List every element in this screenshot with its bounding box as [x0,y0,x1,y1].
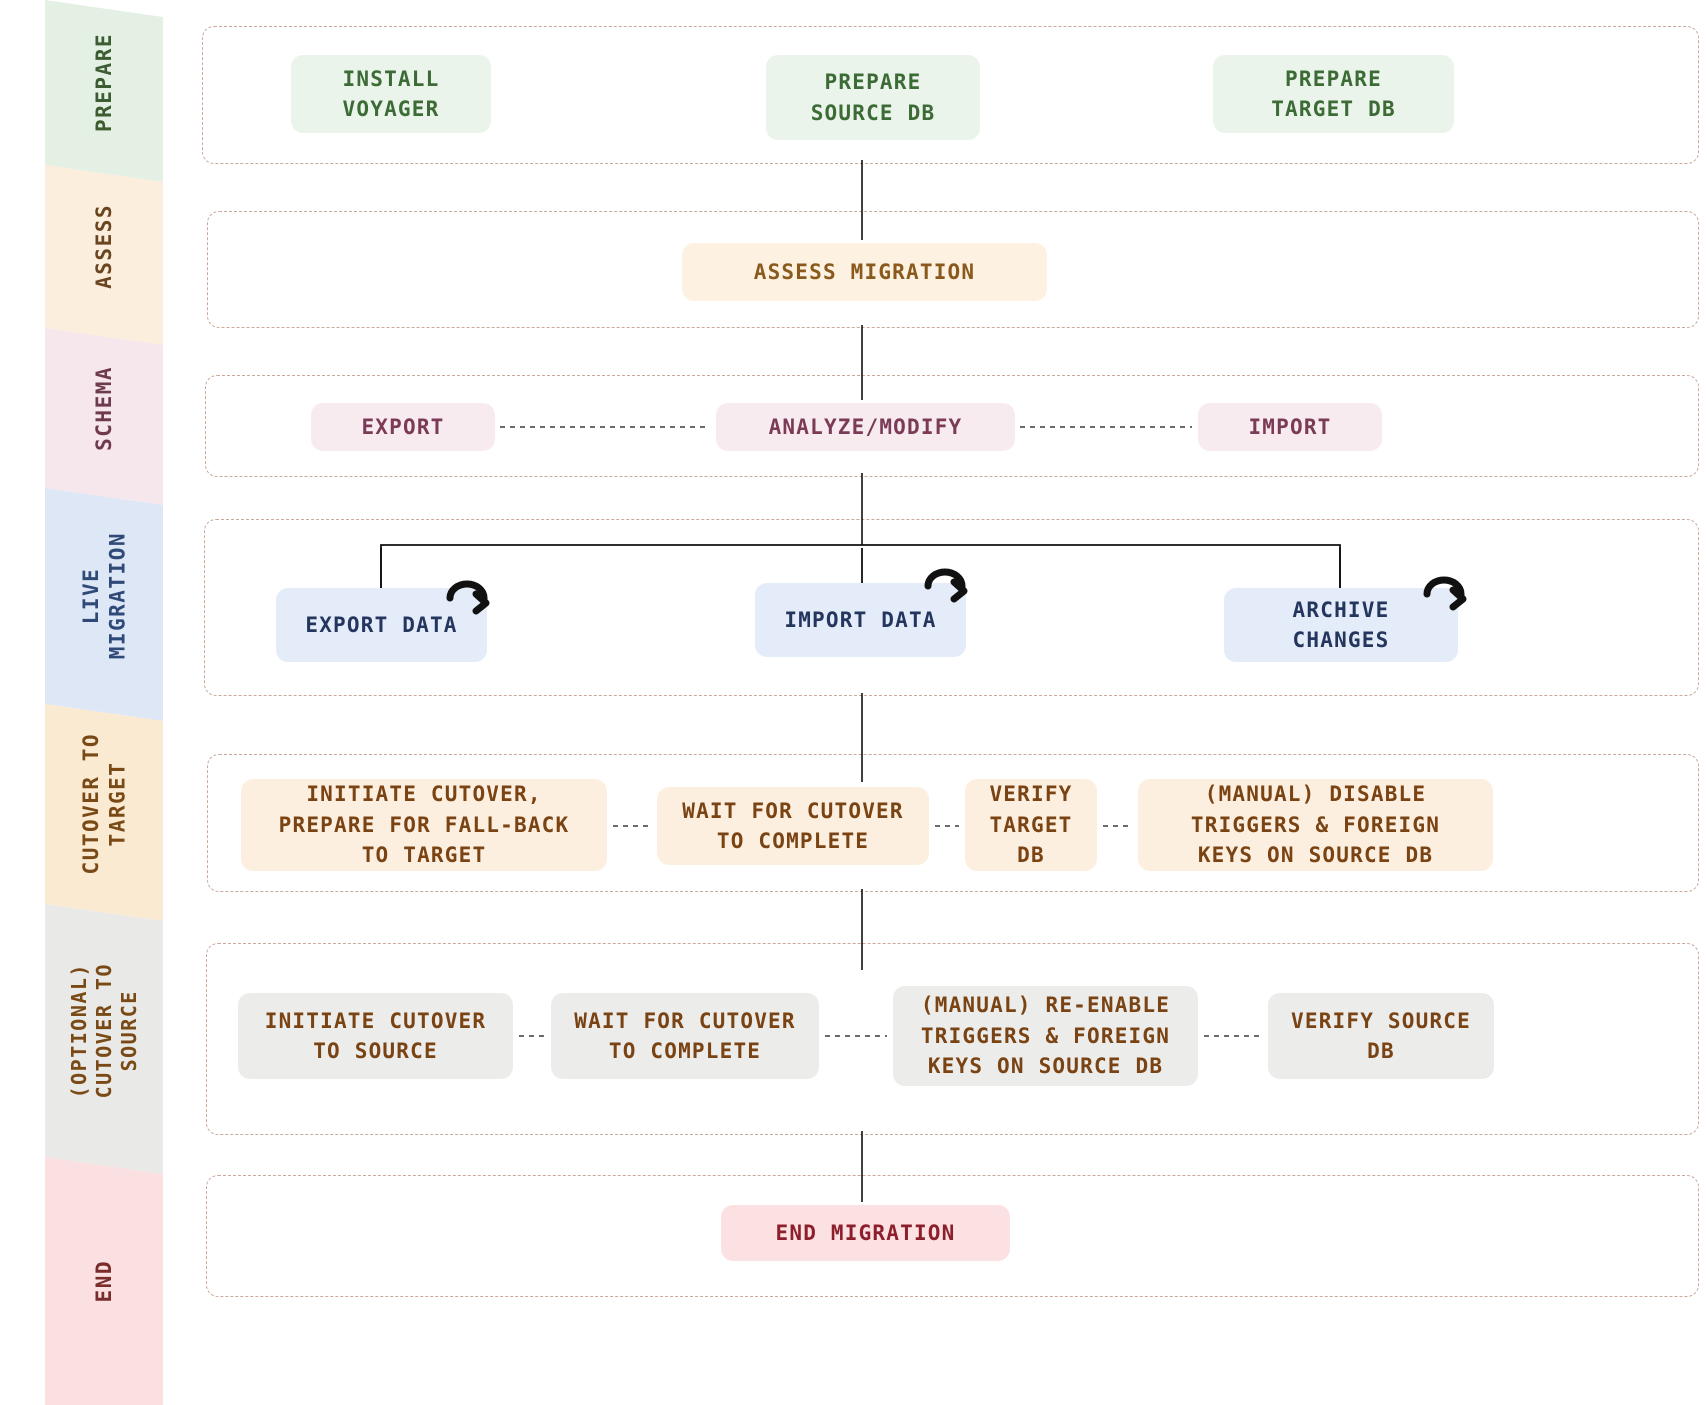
node-prepare-target-db[interactable]: PREPARE TARGET DB [1213,55,1454,133]
node-prepare-source-db-label: PREPARE SOURCE DB [810,70,936,125]
node-archive-changes[interactable]: ARCHIVE CHANGES [1224,588,1458,662]
rail-band-cutover-source [45,904,163,1174]
node-end-migration[interactable]: END MIGRATION [721,1205,1010,1261]
node-install-voyager-label: INSTALL VOYAGER [342,66,440,121]
node-prepare-source-db[interactable]: PREPARE SOURCE DB [766,55,980,140]
node-wait-for-cutover-target-label: WAIT FOR CUTOVER TO COMPLETE [682,798,904,853]
node-verify-source-db-label: VERIFY SOURCE DB [1291,1008,1471,1063]
node-schema-export-label: EXPORT [361,414,445,439]
node-assess-migration-label: ASSESS MIGRATION [753,259,976,284]
node-reenable-triggers-source-label: (MANUAL) RE-ENABLE TRIGGERS & FOREIGN KE… [920,993,1171,1079]
rail-band-schema [45,328,163,505]
stage-label-live-migration: LIVE MIGRATION [45,488,163,704]
stage-label-cutover-target-text: CUTOVER TO TARGET [78,733,129,875]
stage-row-schema [205,375,1699,477]
stage-rail-bands [45,0,163,1405]
stage-label-prepare: PREPARE [45,0,163,165]
stage-label-cutover-target: CUTOVER TO TARGET [45,704,163,904]
rail-band-assess [45,165,163,345]
node-install-voyager[interactable]: INSTALL VOYAGER [291,55,491,133]
node-schema-analyze-modify-label: ANALYZE/MODIFY [768,414,963,439]
rail-band-live-migration [45,488,163,721]
node-verify-target-db-label: VERIFY TARGET DB [989,782,1073,868]
rail-band-cutover-target [45,704,163,921]
node-schema-export[interactable]: EXPORT [311,403,495,451]
node-export-data[interactable]: EXPORT DATA [276,588,487,662]
stage-row-cutover-target [207,754,1699,892]
stage-label-live-migration-text: LIVE MIGRATION [78,532,129,660]
node-wait-for-cutover-source-label: WAIT FOR CUTOVER TO COMPLETE [574,1008,796,1063]
node-archive-changes-label: ARCHIVE CHANGES [1292,597,1390,652]
node-disable-triggers-source-label: (MANUAL) DISABLE TRIGGERS & FOREIGN KEYS… [1190,782,1441,868]
node-schema-import-label: IMPORT [1248,414,1332,439]
node-schema-analyze-modify[interactable]: ANALYZE/MODIFY [716,403,1015,451]
stage-label-cutover-source: (OPTIONAL) CUTOVER TO SOURCE [45,904,163,1157]
stage-row-cutover-source [206,943,1699,1135]
node-reenable-triggers-source[interactable]: (MANUAL) RE-ENABLE TRIGGERS & FOREIGN KE… [893,986,1198,1086]
node-verify-source-db[interactable]: VERIFY SOURCE DB [1268,993,1494,1079]
node-export-data-label: EXPORT DATA [305,612,458,637]
node-schema-import[interactable]: IMPORT [1198,403,1382,451]
node-prepare-target-db-label: PREPARE TARGET DB [1271,66,1396,121]
stage-label-schema-text: SCHEMA [91,365,116,451]
stage-row-prepare [202,26,1699,164]
stage-label-schema: SCHEMA [45,328,163,488]
node-end-migration-label: END MIGRATION [775,1220,956,1245]
stage-row-live-migration [204,519,1699,696]
stage-label-cutover-source-text: (OPTIONAL) CUTOVER TO SOURCE [66,962,141,1099]
node-assess-migration[interactable]: ASSESS MIGRATION [682,243,1047,301]
rail-band-prepare [45,0,163,182]
stage-row-end [206,1175,1699,1297]
node-disable-triggers-source[interactable]: (MANUAL) DISABLE TRIGGERS & FOREIGN KEYS… [1138,779,1493,871]
node-initiate-cutover-source-label: INITIATE CUTOVER TO SOURCE [264,1008,487,1063]
rail-band-end [45,1157,163,1405]
node-initiate-cutover-source[interactable]: INITIATE CUTOVER TO SOURCE [238,993,513,1079]
node-wait-for-cutover-target[interactable]: WAIT FOR CUTOVER TO COMPLETE [657,787,929,865]
stage-label-end: END [45,1157,163,1405]
stage-label-assess-text: ASSESS [91,204,116,289]
node-initiate-cutover-target[interactable]: INITIATE CUTOVER, PREPARE FOR FALL-BACK … [241,779,607,871]
stage-label-prepare-text: PREPARE [91,32,116,132]
stage-label-assess: ASSESS [45,165,163,328]
node-wait-for-cutover-source[interactable]: WAIT FOR CUTOVER TO COMPLETE [551,993,819,1079]
stage-row-assess [207,211,1699,328]
stage-label-end-text: END [91,1259,116,1303]
stage-rail: PREPARE ASSESS SCHEMA LIVE MIGRATION CUT… [45,0,163,1405]
node-import-data[interactable]: IMPORT DATA [755,583,966,657]
node-initiate-cutover-target-label: INITIATE CUTOVER, PREPARE FOR FALL-BACK … [278,782,570,868]
node-import-data-label: IMPORT DATA [784,607,937,632]
node-verify-target-db[interactable]: VERIFY TARGET DB [965,779,1097,871]
